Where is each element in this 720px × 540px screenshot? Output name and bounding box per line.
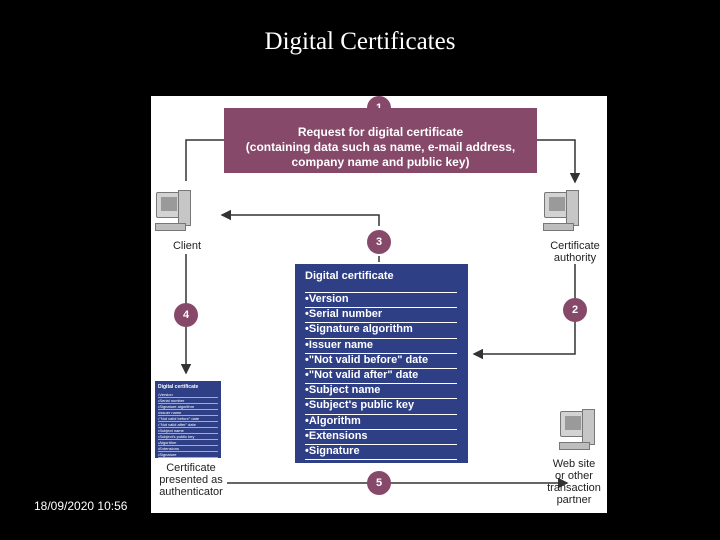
footer-date: 18/09/2020 10:56 bbox=[34, 499, 128, 513]
certificate-field: •Algorithm bbox=[305, 415, 457, 430]
arrow-ca-to-certificate bbox=[472, 264, 576, 360]
presented-certificate-thumbnail: Digital certificate •Version •Serial num… bbox=[155, 381, 221, 458]
certificate-field: •Signature algorithm bbox=[305, 323, 457, 339]
presented-as-authenticator-label: Certificate presented as authenticator bbox=[155, 462, 227, 498]
presented-label-line-1: Certificate bbox=[166, 462, 216, 474]
mini-certificate-field: •"Not valid before" date bbox=[158, 416, 218, 422]
web-site-computer-icon bbox=[559, 409, 595, 451]
step-5-badge: 5 bbox=[367, 471, 391, 495]
web-site-label-line-4: partner bbox=[556, 494, 592, 506]
request-box: Request for digital certificate (contain… bbox=[224, 108, 537, 173]
certificate-authority-computer-icon bbox=[543, 190, 579, 232]
request-line-1: Request for digital certificate bbox=[297, 125, 464, 139]
certificate-title: Digital certificate bbox=[305, 270, 394, 282]
slide-title: Digital Certificates bbox=[264, 28, 456, 55]
web-site-label-line-1: Web site bbox=[552, 458, 596, 470]
mini-certificate-field: •"Not valid after" date bbox=[158, 422, 218, 428]
presented-label-line-2: presented as bbox=[159, 474, 223, 486]
arrow-client-to-request bbox=[185, 139, 224, 181]
step-4-badge: 4 bbox=[174, 303, 198, 327]
certificate-field: •Signature bbox=[305, 445, 457, 461]
web-site-label: Web site or other transaction partner bbox=[541, 458, 607, 506]
certificate-field: •Subject name bbox=[305, 384, 457, 400]
certificate-field: •Extensions bbox=[305, 430, 457, 445]
request-line-3: company name and public key) bbox=[291, 155, 470, 169]
step-2-badge: 2 bbox=[563, 298, 587, 322]
certificate-field: •"Not valid before" date bbox=[305, 354, 457, 369]
client-label: Client bbox=[172, 240, 202, 252]
digital-certificate-box: Digital certificate •Version •Serial num… bbox=[295, 264, 468, 463]
presented-label-line-3: authenticator bbox=[159, 486, 223, 498]
certificate-field: •Version bbox=[305, 293, 457, 309]
mini-certificate-field: •Serial number bbox=[158, 398, 218, 404]
mini-certificate-field: •Subject name bbox=[158, 428, 218, 434]
mini-certificate-field-list: •Version •Serial number •Signature algor… bbox=[158, 392, 218, 458]
certificate-authority-label: Certificate authority bbox=[539, 240, 607, 264]
client-computer-icon bbox=[155, 190, 191, 232]
arrow-step3-to-client bbox=[220, 209, 380, 226]
mini-certificate-field: •Subject's public key bbox=[158, 434, 218, 440]
ca-label-line-1: Certificate bbox=[550, 240, 600, 252]
certificate-field: •"Not valid after" date bbox=[305, 369, 457, 385]
mini-certificate-field: •Version bbox=[158, 392, 218, 398]
mini-certificate-field: •Issuer name bbox=[158, 410, 218, 416]
arrow-request-to-ca bbox=[537, 139, 581, 184]
ca-label-line-2: authority bbox=[553, 252, 597, 264]
mini-certificate-title: Digital certificate bbox=[158, 384, 199, 390]
mini-certificate-field: •Extensions bbox=[158, 446, 218, 452]
mini-certificate-field: •Signature bbox=[158, 452, 218, 458]
web-site-label-line-3: transaction bbox=[547, 482, 601, 494]
web-site-label-line-2: or other bbox=[555, 470, 593, 482]
mini-certificate-field: •Signature algorithm bbox=[158, 404, 218, 410]
certificate-field: •Subject's public key bbox=[305, 399, 457, 415]
certificate-field: •Serial number bbox=[305, 308, 457, 324]
certificate-field-list: •Version •Serial number •Signature algor… bbox=[305, 292, 457, 461]
certificate-flow-diagram: 1 Request for digital certificate (conta… bbox=[151, 96, 607, 513]
certificate-field: •Issuer name bbox=[305, 339, 457, 354]
mini-certificate-field: •Algorithm bbox=[158, 440, 218, 446]
request-line-2: (containing data such as name, e-mail ad… bbox=[245, 140, 516, 154]
step-3-badge: 3 bbox=[367, 230, 391, 254]
